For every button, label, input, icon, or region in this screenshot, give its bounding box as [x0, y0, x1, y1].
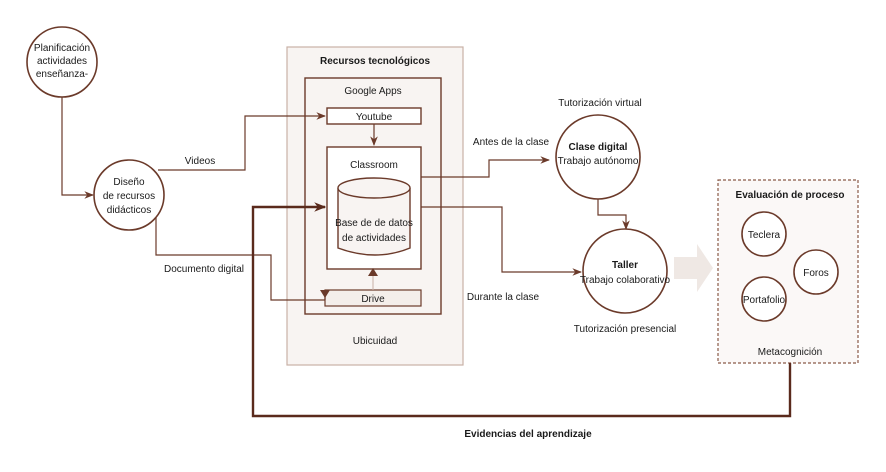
drive-label: Drive	[361, 294, 385, 305]
durante-label: Durante la clase	[467, 292, 540, 303]
svg-text:Clase digital: Clase digital	[569, 142, 628, 153]
big-arrow-icon	[674, 244, 713, 292]
diseno-node: Diseño de recursos didácticos	[93, 159, 165, 231]
evidencias-feedback-arrow	[251, 202, 792, 418]
recursos-tecnologicos-panel: Recursos tecnológicos Google Apps Youtub…	[286, 46, 464, 366]
svg-text:didácticos: didácticos	[107, 205, 151, 216]
tutorizacion-virtual-label: Tutorización virtual	[558, 98, 642, 109]
evaluacion-item-foros: Foros	[793, 249, 839, 295]
antes-arrow	[421, 156, 550, 178]
svg-text:Planificación: Planificación	[34, 43, 90, 54]
drive-box: Drive	[324, 289, 422, 307]
database-label-line2: de actividades	[342, 233, 406, 244]
planificacion-node: Planificación actividades enseñanza-	[26, 26, 98, 98]
clase-digital-node: Clase digital Trabajo autónomo	[555, 114, 641, 200]
planificacion-to-diseno-arrow	[61, 97, 94, 199]
tutorizacion-presencial-label: Tutorización presencial	[574, 324, 676, 335]
videos-label: Videos	[185, 156, 215, 167]
database-icon: Base de de datos de actividades	[335, 177, 413, 256]
evaluacion-item-teclera: Teclera	[741, 211, 787, 257]
svg-text:Portafolio: Portafolio	[743, 295, 786, 306]
youtube-box: Youtube	[326, 107, 422, 125]
drive-to-classroom-arrowhead	[368, 268, 378, 276]
svg-text:actividades: actividades	[37, 56, 87, 67]
recursos-title: Recursos tecnológicos	[320, 56, 430, 67]
videos-arrow	[158, 112, 326, 171]
evidencias-label: Evidencias del aprendizaje	[464, 429, 592, 440]
classroom-label: Classroom	[350, 160, 398, 171]
svg-text:de recursos: de recursos	[103, 191, 155, 202]
svg-text:Teclera: Teclera	[748, 230, 781, 241]
svg-text:Trabajo colaborativo: Trabajo colaborativo	[580, 275, 671, 286]
evaluacion-item-portafolio: Portafolio	[741, 276, 787, 322]
google-apps-label: Google Apps	[344, 86, 401, 97]
taller-node: Taller Trabajo colaborativo	[580, 228, 671, 314]
clase-digital-to-taller-arrow	[597, 199, 630, 230]
evaluacion-panel: Evaluación de proceso Teclera Foros Port…	[717, 179, 859, 364]
evaluacion-title: Evaluación de proceso	[736, 190, 845, 201]
svg-text:Diseño: Diseño	[113, 177, 145, 188]
svg-text:Taller: Taller	[612, 260, 638, 271]
svg-text:Foros: Foros	[803, 268, 829, 279]
antes-label: Antes de la clase	[473, 137, 550, 148]
documento-digital-arrowhead	[320, 290, 330, 298]
documento-digital-line	[155, 217, 325, 301]
svg-text:Trabajo autónomo: Trabajo autónomo	[558, 156, 639, 167]
documento-digital-label: Documento digital	[164, 264, 244, 275]
classroom-box: Classroom Base de de datos de actividade…	[326, 146, 422, 270]
metacognicion-label: Metacognición	[758, 347, 822, 358]
durante-arrow	[421, 206, 582, 276]
youtube-label: Youtube	[356, 112, 393, 123]
ubicuidad-label: Ubicuidad	[353, 336, 397, 347]
svg-text:enseñanza-: enseñanza-	[36, 69, 88, 80]
database-label-line1: Base de de datos	[335, 218, 413, 229]
